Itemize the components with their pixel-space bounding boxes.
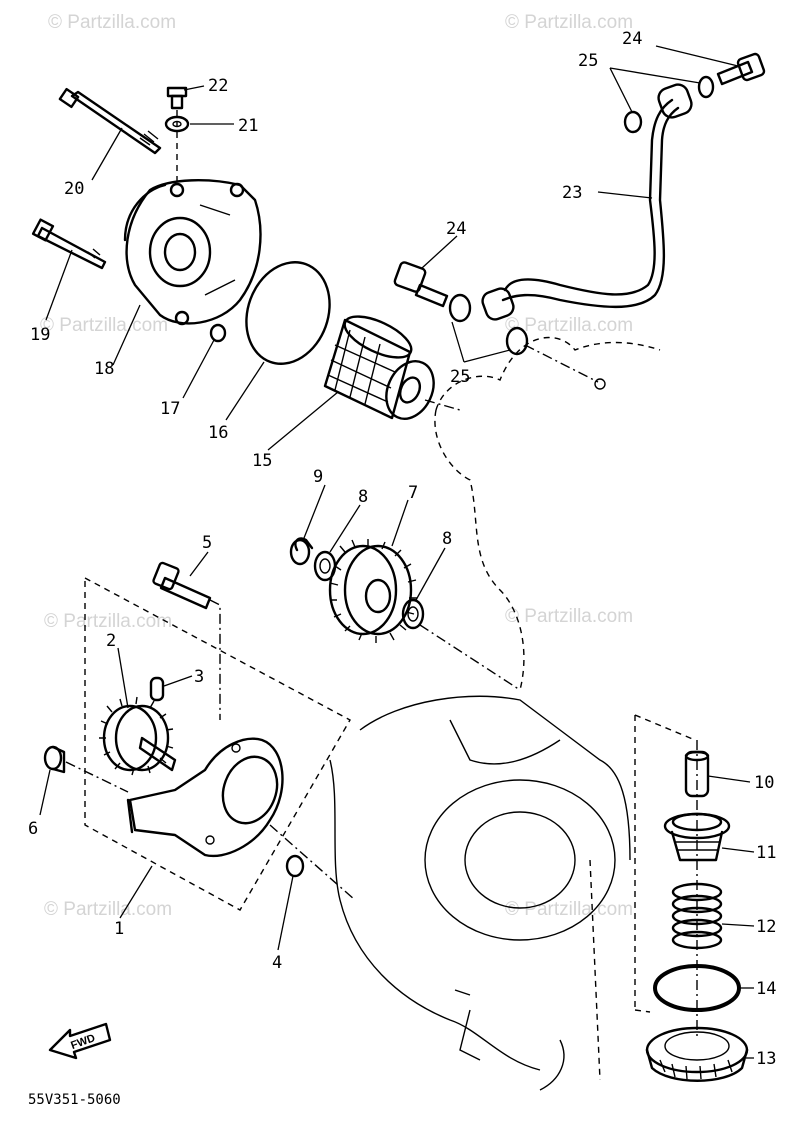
bolt-19 <box>36 226 107 270</box>
fwd-arrow: FWD <box>48 1022 112 1060</box>
callout-22: 22 <box>208 76 228 96</box>
washer-25-upper <box>697 75 715 99</box>
callout-23: 23 <box>562 183 582 203</box>
callout-numbers: 1 2 3 4 5 6 7 8 8 9 10 11 12 13 14 15 16… <box>28 29 776 1069</box>
o-ring-17 <box>209 323 227 343</box>
pump-assembly-box <box>84 576 351 911</box>
oil-pipe-assembly <box>393 52 766 390</box>
relief-valve-assembly <box>634 714 749 1082</box>
watermark: © Partzilla.com <box>505 606 633 627</box>
watermark: © Partzilla.com <box>44 611 172 632</box>
callout-13: 13 <box>756 1049 776 1069</box>
callout-20: 20 <box>64 179 84 199</box>
oil-pump-assembly <box>43 561 356 911</box>
callout-8a: 8 <box>358 487 368 507</box>
callout-7: 7 <box>408 483 418 503</box>
callout-1: 1 <box>114 919 124 939</box>
pump-body <box>128 737 284 858</box>
callout-4: 4 <box>272 953 282 973</box>
bolt-5 <box>159 576 212 610</box>
callout-17: 17 <box>160 399 180 419</box>
oil-filter-cover-18 <box>125 179 262 325</box>
callout-14: 14 <box>756 979 776 999</box>
callout-5: 5 <box>202 533 212 553</box>
callout-15: 15 <box>252 451 272 471</box>
o-ring-4 <box>285 854 305 878</box>
crankcase-outline <box>329 336 661 1091</box>
leader-lines <box>39 45 755 1059</box>
o-ring-14 <box>653 964 741 1012</box>
washer-8b <box>401 598 425 630</box>
callout-2: 2 <box>106 631 116 651</box>
callout-25b: 25 <box>450 367 470 387</box>
washer-25-lower <box>448 293 472 323</box>
bolt-20 <box>70 90 162 155</box>
washer-25-upper-b <box>623 110 643 134</box>
oil-filter-15 <box>323 315 461 420</box>
washer-21 <box>164 115 190 133</box>
callout-25a: 25 <box>578 51 598 71</box>
callout-11: 11 <box>756 843 776 863</box>
callout-8b: 8 <box>442 529 452 549</box>
watermark: © Partzilla.com <box>505 899 633 920</box>
callout-6: 6 <box>28 819 38 839</box>
callout-12: 12 <box>756 917 776 937</box>
callout-3: 3 <box>194 667 204 687</box>
screw-22 <box>166 86 188 98</box>
gear-2 <box>99 696 177 776</box>
callout-24b: 24 <box>446 219 466 239</box>
callout-16: 16 <box>208 423 228 443</box>
spring-12 <box>671 882 723 950</box>
washer-25-lower-b <box>505 326 529 356</box>
o-ring-16 <box>245 261 331 365</box>
watermark: © Partzilla.com <box>44 899 172 920</box>
callout-10: 10 <box>754 773 774 793</box>
watermark: © Partzilla.com <box>505 315 633 336</box>
callout-21: 21 <box>238 116 258 136</box>
cap-13 <box>645 1026 749 1082</box>
watermarks: © Partzilla.com © Partzilla.com © Partzi… <box>40 12 633 920</box>
watermark: © Partzilla.com <box>505 12 633 33</box>
callout-24a: 24 <box>622 29 642 49</box>
oil-pipe-23 <box>503 98 674 296</box>
watermark: © Partzilla.com <box>40 315 168 336</box>
oil-filter-cover-assembly <box>31 86 262 326</box>
gear-7 <box>328 539 417 643</box>
gear-assembly <box>289 537 521 691</box>
watermark: © Partzilla.com <box>48 12 176 33</box>
pin-3 <box>149 676 165 702</box>
callout-18: 18 <box>94 359 114 379</box>
callout-9: 9 <box>313 467 323 487</box>
diagram-code: 55V351-5060 <box>28 1092 121 1108</box>
callout-19: 19 <box>30 325 50 345</box>
